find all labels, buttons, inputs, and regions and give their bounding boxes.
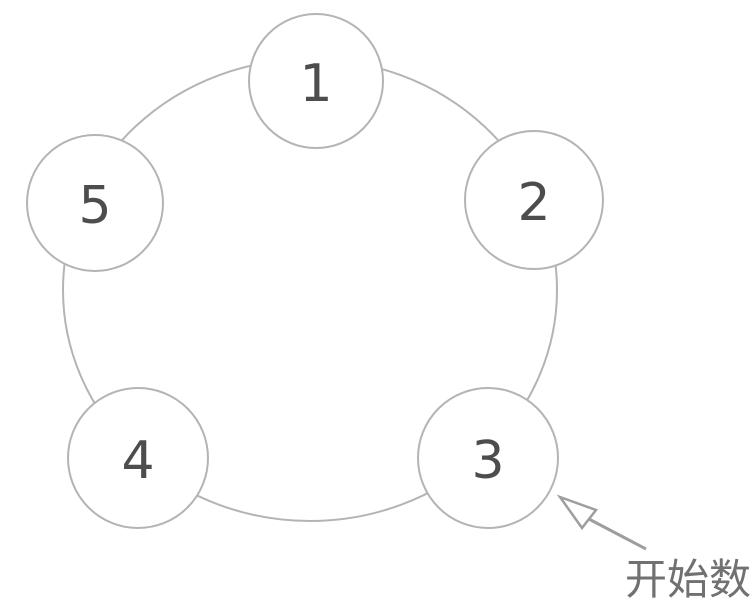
- node-2-circle: [464, 130, 604, 270]
- node-4-circle: [67, 387, 209, 529]
- node-1-circle: [248, 13, 384, 149]
- node-3-circle: [417, 387, 559, 529]
- start-pointer-arrow: [556, 494, 647, 551]
- node-3: 3: [417, 387, 559, 529]
- node-5: 5: [26, 134, 164, 272]
- node-3-value: 3: [471, 431, 504, 491]
- node-2-value: 2: [517, 173, 550, 233]
- start-label: 开始数: [625, 555, 751, 603]
- arrow-head-icon: [556, 494, 599, 531]
- node-4: 4: [67, 387, 209, 529]
- node-1: 1: [248, 13, 384, 149]
- arrow-shaft-line: [586, 516, 647, 551]
- node-4-value: 4: [121, 431, 154, 491]
- node-5-circle: [26, 134, 164, 272]
- node-1-value: 1: [299, 54, 332, 114]
- node-2: 2: [464, 130, 604, 270]
- node-5-value: 5: [78, 176, 111, 236]
